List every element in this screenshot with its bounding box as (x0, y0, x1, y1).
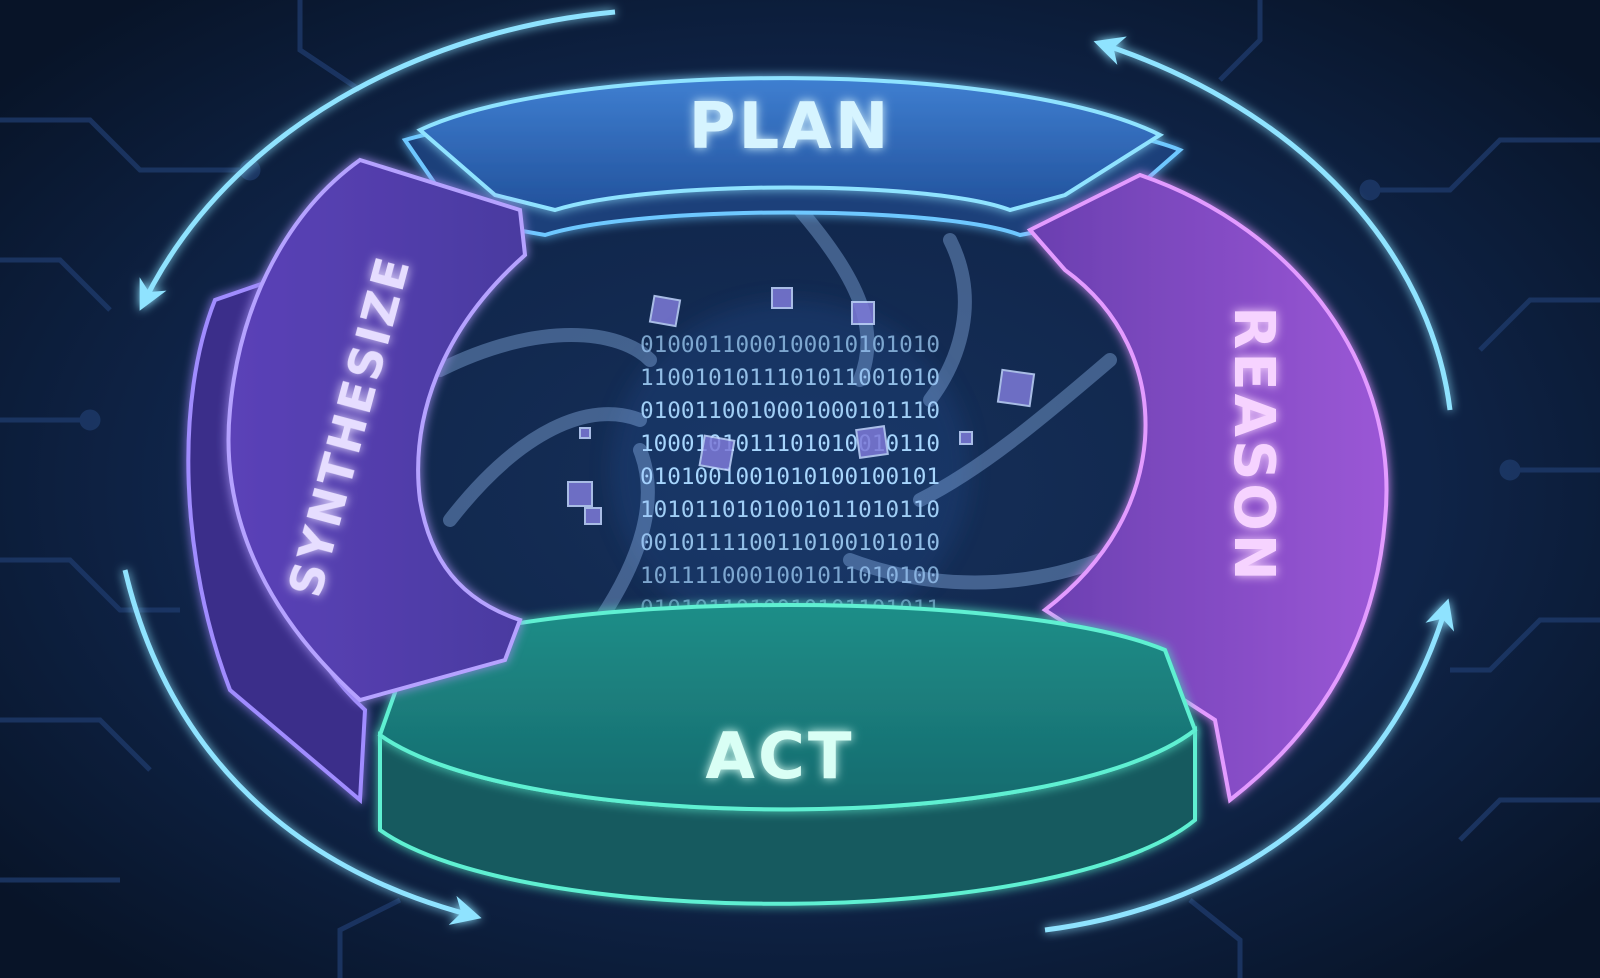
data-streams (433, 203, 1117, 627)
plan-label: PLAN (689, 90, 892, 164)
binary-row: 0100011000100010101010 (640, 333, 940, 358)
arrow-bottom-left (122, 569, 482, 925)
arrow-top-left (139, 9, 616, 311)
data-cubes (567, 287, 1036, 649)
segment-act: ACT (377, 603, 1198, 906)
segment-plan: PLAN (401, 76, 1184, 238)
binary-row: 0100110010001000101110 (640, 399, 940, 424)
arrow-top-right (1093, 36, 1453, 411)
reason-label: REASON (1221, 306, 1286, 584)
binary-row: 1100101011101011001010 (640, 366, 940, 391)
binary-row: 1000101011101010010110 (640, 432, 940, 457)
binary-row: 1011110001001011010100 (640, 564, 940, 589)
segment-synthesize: SYNTHESIZE (186, 157, 528, 805)
cycle-arrows (122, 9, 1455, 933)
binary-row: 0010111100110100101010 (640, 531, 940, 556)
act-label: ACT (705, 720, 854, 794)
binary-row: 1010110101001011010110 (640, 498, 940, 523)
arrow-bottom-right (1044, 598, 1455, 933)
binary-row: 0101001001010100100101 (640, 465, 940, 490)
